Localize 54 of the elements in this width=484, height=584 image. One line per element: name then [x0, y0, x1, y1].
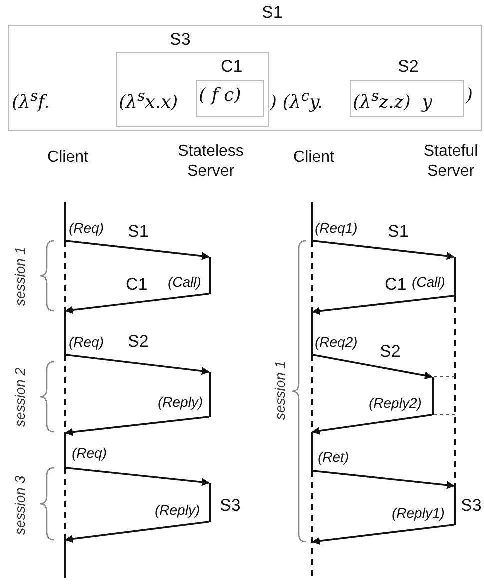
message-label: (Req)	[69, 220, 104, 237]
message-label: (Reply)	[158, 394, 204, 411]
scope-box	[8, 3, 482, 131]
scope-box	[350, 57, 464, 117]
formula-text: (λ$^{s}$z.z) y	[353, 86, 432, 114]
session-label: session 3	[12, 474, 28, 537]
participant-label: Client	[46, 148, 90, 168]
message-label: (Reply1)	[392, 505, 445, 522]
session-label: session 2	[12, 366, 28, 429]
scope-box	[196, 57, 264, 117]
arrow	[66, 240, 210, 260]
session-label: session 1	[12, 245, 28, 308]
arrow	[65, 416, 210, 436]
formula-text: (λ$^{s}$x.x)	[119, 86, 178, 114]
formula-text: ( f c)	[199, 85, 242, 107]
edge-label: S1	[388, 222, 409, 242]
scope-label: C1	[221, 57, 243, 77]
formula-text: (λ$^{s}$f.	[12, 86, 50, 114]
arrow	[312, 295, 454, 316]
message-label: (Call)	[412, 274, 446, 291]
formula-text: )	[466, 85, 474, 107]
message-label: (Req)	[69, 334, 104, 351]
arrow	[65, 293, 210, 314]
participant-label: Stateful Server	[422, 142, 480, 182]
scope-label: S3	[170, 30, 191, 50]
scope-box	[116, 30, 269, 127]
edge-label: C1	[126, 275, 148, 295]
message-label: (Call)	[168, 274, 202, 291]
arrow	[66, 354, 210, 376]
message-label: (Reply2)	[369, 395, 422, 412]
segment-label: S3	[220, 496, 241, 516]
arrow	[66, 467, 210, 486]
arrow	[312, 414, 432, 435]
participant-label: Stateless Server	[177, 142, 245, 182]
message-label: (Req)	[72, 445, 108, 462]
message-label: (Req1)	[315, 220, 358, 237]
scope-label: S2	[398, 57, 419, 77]
arrow	[312, 524, 454, 546]
edge-label: C1	[385, 275, 407, 295]
formula-text: ) (λ$^{c}$y.	[270, 86, 324, 114]
arrow	[312, 470, 455, 490]
scope-label: S1	[262, 3, 283, 23]
arrow	[65, 521, 210, 544]
participant-label: Client	[292, 148, 336, 168]
segment-label: S3	[461, 496, 482, 516]
edge-label: S2	[380, 342, 401, 362]
message-label: (Reply)	[155, 502, 200, 519]
arrow	[312, 240, 455, 260]
session-label: session 1	[272, 359, 288, 422]
edge-label: S2	[128, 332, 149, 352]
message-label: (Ret)	[318, 449, 350, 466]
message-label: (Req2)	[315, 334, 358, 351]
edge-label: S1	[128, 222, 149, 242]
arrow	[312, 354, 433, 380]
